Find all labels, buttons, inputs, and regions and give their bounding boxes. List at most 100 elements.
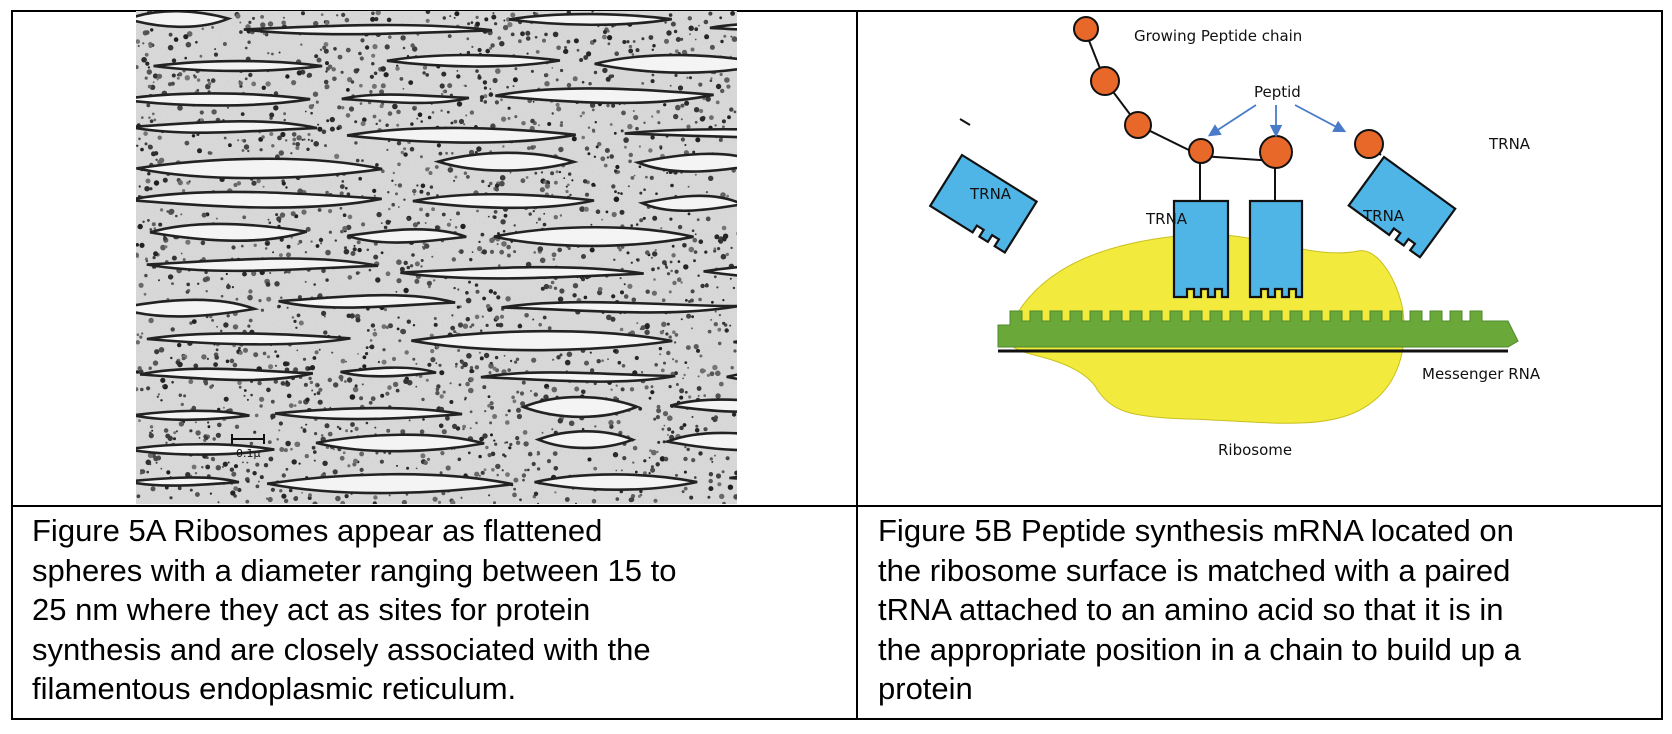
- ribosome-dot: [610, 388, 613, 391]
- ribosome-dot: [631, 297, 637, 303]
- ribosome-dot: [538, 322, 542, 327]
- ribosome-dot: [278, 421, 283, 426]
- ribosome-dot: [677, 85, 684, 91]
- ribosome-dot: [193, 75, 197, 79]
- ribosome-dot: [331, 67, 336, 72]
- ribosome-dot: [276, 354, 280, 358]
- ribosome-dot: [343, 246, 348, 250]
- ribosome-dot: [630, 224, 634, 228]
- ribosome-dot: [359, 83, 363, 88]
- ribosome-dot: [158, 157, 165, 163]
- ribosome-dot: [153, 118, 157, 122]
- ribosome-dot: [242, 271, 247, 277]
- reticulum-cisterna: [501, 300, 737, 314]
- ribosome-dot: [295, 326, 298, 329]
- ribosome-dot: [144, 273, 148, 278]
- ribosome-dot: [412, 188, 417, 194]
- ribosome-dot: [150, 28, 154, 32]
- ribosome-dot: [581, 80, 585, 84]
- ribosome-dot: [587, 126, 591, 129]
- ribosome-dot: [383, 225, 388, 230]
- ribosome-dot: [342, 226, 348, 231]
- caption-line: the appropriate position in a chain to b…: [878, 631, 1521, 667]
- ribosome-dot: [572, 293, 577, 298]
- ribosome-dot: [137, 225, 141, 229]
- ribosome-dot: [370, 396, 376, 402]
- ribosome-dot: [708, 11, 713, 16]
- ribosome-dot: [542, 315, 547, 320]
- ribosome-dot: [668, 385, 672, 389]
- ribosome-dot: [628, 48, 634, 54]
- ribosome-dot: [691, 315, 694, 319]
- ribosome-dot: [426, 280, 432, 286]
- ribosome-dot: [680, 318, 683, 321]
- ribosome-dot: [295, 146, 300, 150]
- ribosome-dot: [273, 105, 279, 111]
- ribosome-dot: [655, 192, 658, 195]
- ribosome-dot: [136, 65, 139, 70]
- ribosome-dot: [607, 358, 609, 360]
- ribosome-dot: [420, 183, 426, 189]
- ribosome-dot: [640, 325, 646, 331]
- ribosome-dot: [371, 62, 375, 66]
- ribosome-dot: [403, 260, 408, 266]
- ribosome-dot: [684, 390, 688, 394]
- ribosome-dot: [138, 419, 141, 422]
- ribosome-dot: [687, 212, 691, 216]
- reticulum-cisterna: [726, 373, 737, 381]
- ribosome-dot: [368, 400, 373, 405]
- table-border-middle: [11, 505, 1663, 507]
- ribosome-dot: [493, 215, 497, 219]
- ribosome-dot: [240, 112, 245, 116]
- ribosome-dot: [283, 112, 286, 116]
- ribosome-dot: [149, 228, 153, 231]
- ribosome-dot: [669, 217, 673, 221]
- ribosome-dot: [684, 361, 688, 364]
- ribosome-dot: [326, 119, 330, 123]
- ribosome-dot: [385, 123, 389, 127]
- ribosome-dot: [346, 377, 353, 383]
- label-trna-far-left: TRNA: [969, 185, 1012, 203]
- ribosome-dot: [693, 344, 699, 350]
- ribosome-dot: [231, 286, 234, 289]
- ribosome-dot: [297, 295, 302, 300]
- ribosome-dot: [324, 21, 329, 26]
- ribosome-dot: [476, 209, 479, 213]
- ribosome-dot: [413, 193, 416, 196]
- ribosome-dot: [552, 257, 556, 261]
- ribosome-dot: [554, 180, 558, 185]
- ribosome-dot: [537, 246, 544, 252]
- ribosome-dot: [267, 496, 273, 503]
- ribosome-dot: [325, 61, 329, 66]
- ribosome-dot: [713, 247, 717, 250]
- ribosome-dot: [591, 11, 594, 13]
- ribosome-dot: [663, 456, 669, 462]
- ribosome-dot: [268, 221, 272, 224]
- ribosome-dot: [510, 12, 516, 18]
- ribosome-dot: [551, 252, 557, 258]
- ribosome-dot: [694, 173, 697, 176]
- caption-line: the ribosome surface is matched with a p…: [878, 552, 1511, 588]
- ribosome-dot: [606, 103, 610, 108]
- ribosome-dot: [278, 220, 281, 223]
- ribosome-dot: [605, 210, 609, 214]
- ribosome-dot: [173, 37, 179, 42]
- ribosome-dot: [581, 427, 585, 431]
- ribosome-dot: [494, 22, 498, 26]
- ribosome-dot: [705, 96, 711, 102]
- ribosome-dot: [451, 257, 456, 262]
- ribosome-dot: [543, 180, 547, 184]
- ribosome-dot: [339, 191, 344, 196]
- ribosome-dot: [396, 259, 402, 265]
- ribosome-dot: [312, 91, 319, 97]
- ribosome-dot: [536, 467, 541, 471]
- ribosome-micrograph: 0.1μ: [136, 11, 737, 504]
- ribosome-dot: [507, 106, 511, 110]
- ribosome-dot: [458, 383, 462, 387]
- ribosome-dot: [534, 35, 538, 39]
- ribosome-dot: [319, 48, 323, 51]
- ribosome-dot: [307, 72, 313, 78]
- ribosome-dot: [635, 48, 640, 53]
- ribosome-dot: [663, 361, 666, 365]
- ribosome-dot: [731, 36, 737, 42]
